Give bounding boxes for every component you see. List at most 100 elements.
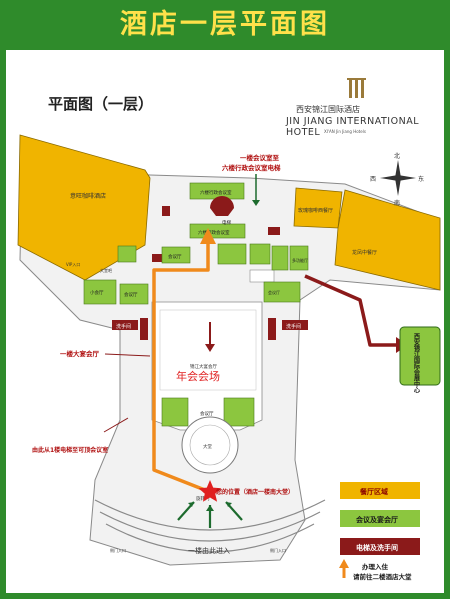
orange-route-arrowhead: [200, 228, 216, 244]
compass-west: 西: [370, 176, 376, 183]
restroom-left-ballroom: [140, 318, 148, 340]
legend-swatch-elevator: [340, 538, 420, 555]
meeting-room-i-label: 会议厅: [124, 291, 138, 298]
hotel-logo-mark: [347, 78, 366, 98]
exhibition-center-block: [399, 326, 441, 386]
meeting-room-a: [161, 246, 191, 264]
entrance-band-2: [99, 511, 321, 542]
floor-map: 意旺咖啡酒店 玫瑰咖啡西餐厅 龙凤中餐厅 六楼行政会议室 六楼行政会议室 电梯 …: [6, 50, 444, 593]
east-room-2-label: 会议厅: [268, 289, 280, 295]
lobby-label: 大堂: [203, 443, 212, 450]
restroom-tag-left: [112, 320, 138, 330]
exhibition-center-label: 西安锦江国际会展中心: [413, 332, 420, 394]
west-restaurant-label: 意旺咖啡酒店: [70, 192, 106, 200]
legend-orange-arrow-head: [339, 559, 349, 568]
hotel-sub-label: XI'AN Jin Jiang Hotels: [324, 129, 366, 134]
meeting-room-i: [119, 283, 149, 305]
rose-hall-label: 玫瑰咖啡西餐厅: [298, 207, 333, 214]
chinese-restaurant-label: 龙凤中餐厅: [352, 249, 377, 256]
meeting-room-b: [117, 245, 137, 263]
small-hall: [83, 279, 117, 305]
you-are-here-star: [198, 480, 222, 502]
ballroom-floor-pointer: [104, 353, 151, 357]
hotel-brand: Jin Jiang Hotels: [336, 129, 366, 134]
restroom-block-1: [162, 206, 170, 216]
hotel-name-en: JIN JIANG INTERNATIONAL HOTEL: [286, 116, 419, 138]
compass-east: 东: [418, 175, 424, 183]
ballroom-side-left: [161, 397, 189, 427]
side-entrance-left-label: 侧门入口: [110, 547, 126, 553]
title-banner: [0, 0, 450, 50]
restroom-block-3: [152, 254, 162, 262]
compass-rose: 北 南 西 东: [370, 152, 424, 207]
from-elevator-callout: 由此从1楼电梯至可顶会议室: [32, 446, 108, 454]
compass-north: 北: [394, 152, 400, 160]
legend-label-restaurant: 餐厅区域: [359, 487, 388, 496]
ballroom-floor-callout: 一楼大宴会厅: [60, 349, 100, 358]
room-e: [249, 269, 275, 283]
elevator-hall-label: 电梯: [222, 219, 231, 226]
orange-route: [152, 240, 211, 494]
hotel-city: XI'AN: [324, 129, 335, 134]
legend: 餐厅区域 会议及宴会厅 电梯及洗手间 办理入住 请前往二楼酒店大堂: [339, 482, 420, 581]
revolving-door-label: 旋转门: [196, 495, 210, 502]
meeting-room-f: [271, 245, 289, 271]
page-title: 酒店一层平面图: [120, 9, 330, 40]
meeting-room-d: [249, 243, 271, 265]
legend-label-elevator: 电梯及洗手间: [356, 543, 398, 552]
chinese-restaurant-area: [334, 189, 441, 291]
from-elevator-pointer: [103, 417, 129, 433]
legend-swatch-meeting: [340, 510, 420, 527]
meeting-room-c: [217, 243, 247, 265]
meeting-room-a-label: 会议厅: [168, 253, 182, 260]
green-arrow-1-head: [188, 502, 194, 507]
exec-meeting-room-mid: [189, 223, 246, 239]
annual-meeting-label: 年会会场: [176, 369, 220, 383]
exec-meeting-mid-label: 六楼行政会议室: [198, 229, 230, 236]
exec-meeting-top-label: 六楼行政会议室: [200, 189, 232, 196]
red-route: [304, 274, 398, 347]
lobby-bar-label: 大堂吧: [100, 267, 112, 273]
legend-note-line1: 办理入住: [362, 562, 389, 571]
floor-map-svg: 意旺咖啡酒店 玫瑰咖啡西餐厅 龙凤中餐厅 六楼行政会议室 六楼行政会议室 电梯 …: [17, 78, 441, 581]
exec-elevator-callout: 六楼行政会议室电梯: [222, 163, 281, 172]
meeting-room-g: [289, 245, 309, 271]
small-hall-label: 小会厅: [90, 289, 104, 296]
ballroom-floor: [159, 309, 257, 391]
legend-swatch-restaurant: [340, 482, 420, 499]
hotel-name-cn: 西安锦江国际酒店: [296, 105, 360, 114]
first-floor-enter-label: 一楼由此进入: [188, 546, 230, 555]
entrance-band-3: [105, 523, 315, 553]
east-room-1-label: 多功能厅: [292, 257, 308, 263]
restroom-right-ballroom: [268, 318, 276, 340]
you-are-here-label: 您的位置（酒店一楼南大堂）: [216, 488, 294, 496]
meeting-room-c-label: 会议厅: [200, 410, 214, 417]
frame-right: [444, 50, 450, 599]
ballroom-side-right: [223, 397, 255, 427]
legend-note-line2: 请前往二楼酒店大堂: [353, 572, 412, 581]
compass-south: 南: [394, 199, 400, 207]
floor-heading: 平面图（一层）: [48, 95, 154, 113]
frame-bottom: [0, 593, 450, 599]
compass-ew-needle: [380, 175, 416, 181]
restroom-tag-right-label: 洗手间: [286, 323, 301, 330]
vip-entrance-label: VIP入口: [66, 262, 80, 267]
frame-left: [0, 50, 6, 599]
exec-elevator-pointer-head: [252, 200, 260, 206]
entrance-band-1: [94, 499, 326, 531]
annual-meeting-pointer-head: [205, 344, 215, 352]
restroom-block-2: [268, 227, 280, 235]
green-arrow-2-head: [206, 505, 214, 511]
green-arrow-3-head: [226, 502, 232, 507]
lobby-inner-ring: [189, 424, 231, 466]
restroom-tag-right: [282, 320, 308, 330]
meeting-floor-callout: 一楼会议室至: [240, 153, 280, 162]
elevator-core: [210, 196, 234, 216]
west-restaurant-area: [17, 134, 151, 281]
restroom-tag-left-label: 洗手间: [116, 323, 131, 330]
ballroom-name-label: 锦江大宴会厅: [190, 363, 217, 370]
legend-label-meeting: 会议及宴会厅: [356, 515, 398, 524]
side-entrance-right-label: 侧门入口: [270, 547, 286, 553]
meeting-room-h: [263, 281, 301, 303]
